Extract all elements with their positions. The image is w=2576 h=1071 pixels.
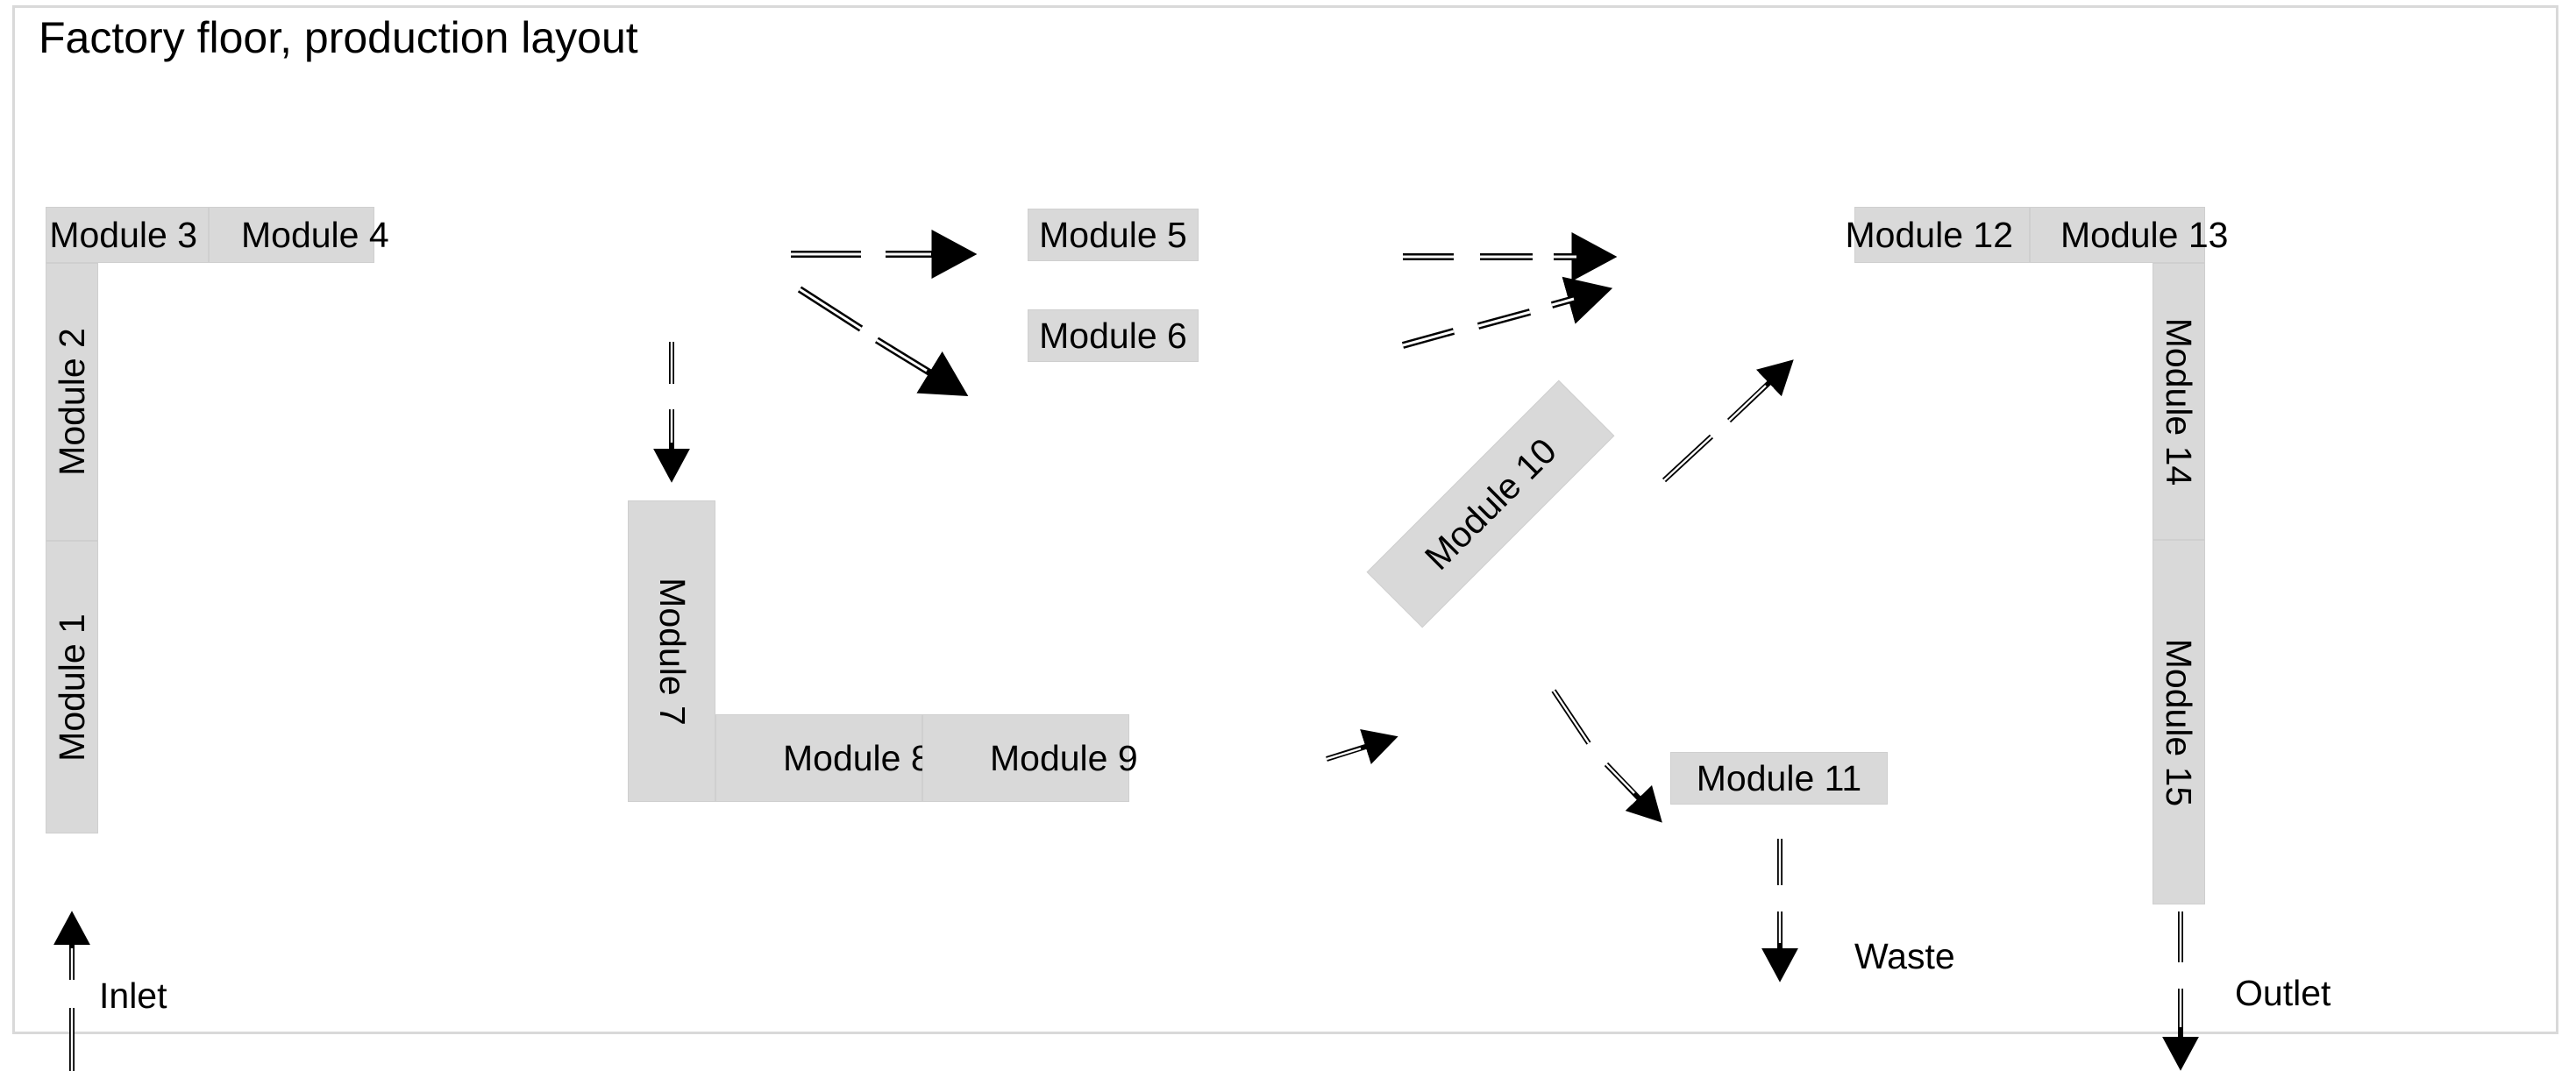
waste-label: Waste — [1854, 936, 1955, 976]
module-label-module-4: Module 4 — [241, 214, 389, 255]
module-box-module-4[interactable]: Module 4 — [209, 207, 389, 263]
module-box-module-12[interactable]: Module 12 — [1846, 207, 2030, 263]
module-label-module-6: Module 6 — [1039, 315, 1187, 356]
module-box-module-1[interactable]: Module 1 — [46, 541, 98, 833]
inlet-label: Inlet — [99, 975, 167, 1016]
module-label-module-5: Module 5 — [1039, 214, 1187, 255]
module-box-module-8[interactable]: Module 8 — [715, 714, 931, 802]
module-label-module-8: Module 8 — [783, 737, 931, 778]
module-label-module-14: Module 14 — [2159, 317, 2200, 486]
module-box-module-13[interactable]: Module 13 — [2030, 207, 2228, 263]
module-box-module-3[interactable]: Module 3 — [46, 207, 209, 263]
module-box-module-5[interactable]: Module 5 — [1028, 209, 1199, 261]
module-label-module-1: Module 1 — [51, 613, 92, 762]
diagram-frame — [12, 5, 2558, 1034]
module-label-module-11: Module 11 — [1696, 757, 1862, 798]
module-label-module-12: Module 12 — [1845, 214, 2013, 255]
module-label-module-9: Module 9 — [990, 737, 1138, 778]
module-label-module-15: Module 15 — [2159, 638, 2200, 806]
module-box-module-9[interactable]: Module 9 — [922, 714, 1138, 802]
module-label-module-7: Module 7 — [651, 577, 693, 726]
page-title: Factory floor, production layout — [39, 13, 638, 62]
module-box-module-6[interactable]: Module 6 — [1028, 309, 1199, 362]
module-label-module-3: Module 3 — [49, 214, 197, 255]
module-box-module-7[interactable]: Module 7 — [628, 500, 715, 802]
module-label-module-2: Module 2 — [51, 328, 92, 476]
outlet-label: Outlet — [2235, 973, 2331, 1013]
module-label-module-13: Module 13 — [2060, 214, 2229, 255]
module-box-module-2[interactable]: Module 2 — [46, 263, 98, 541]
module-box-module-15[interactable]: Module 15 — [2153, 540, 2205, 904]
module-box-module-14[interactable]: Module 14 — [2153, 263, 2205, 540]
module-box-module-11[interactable]: Module 11 — [1670, 752, 1888, 805]
